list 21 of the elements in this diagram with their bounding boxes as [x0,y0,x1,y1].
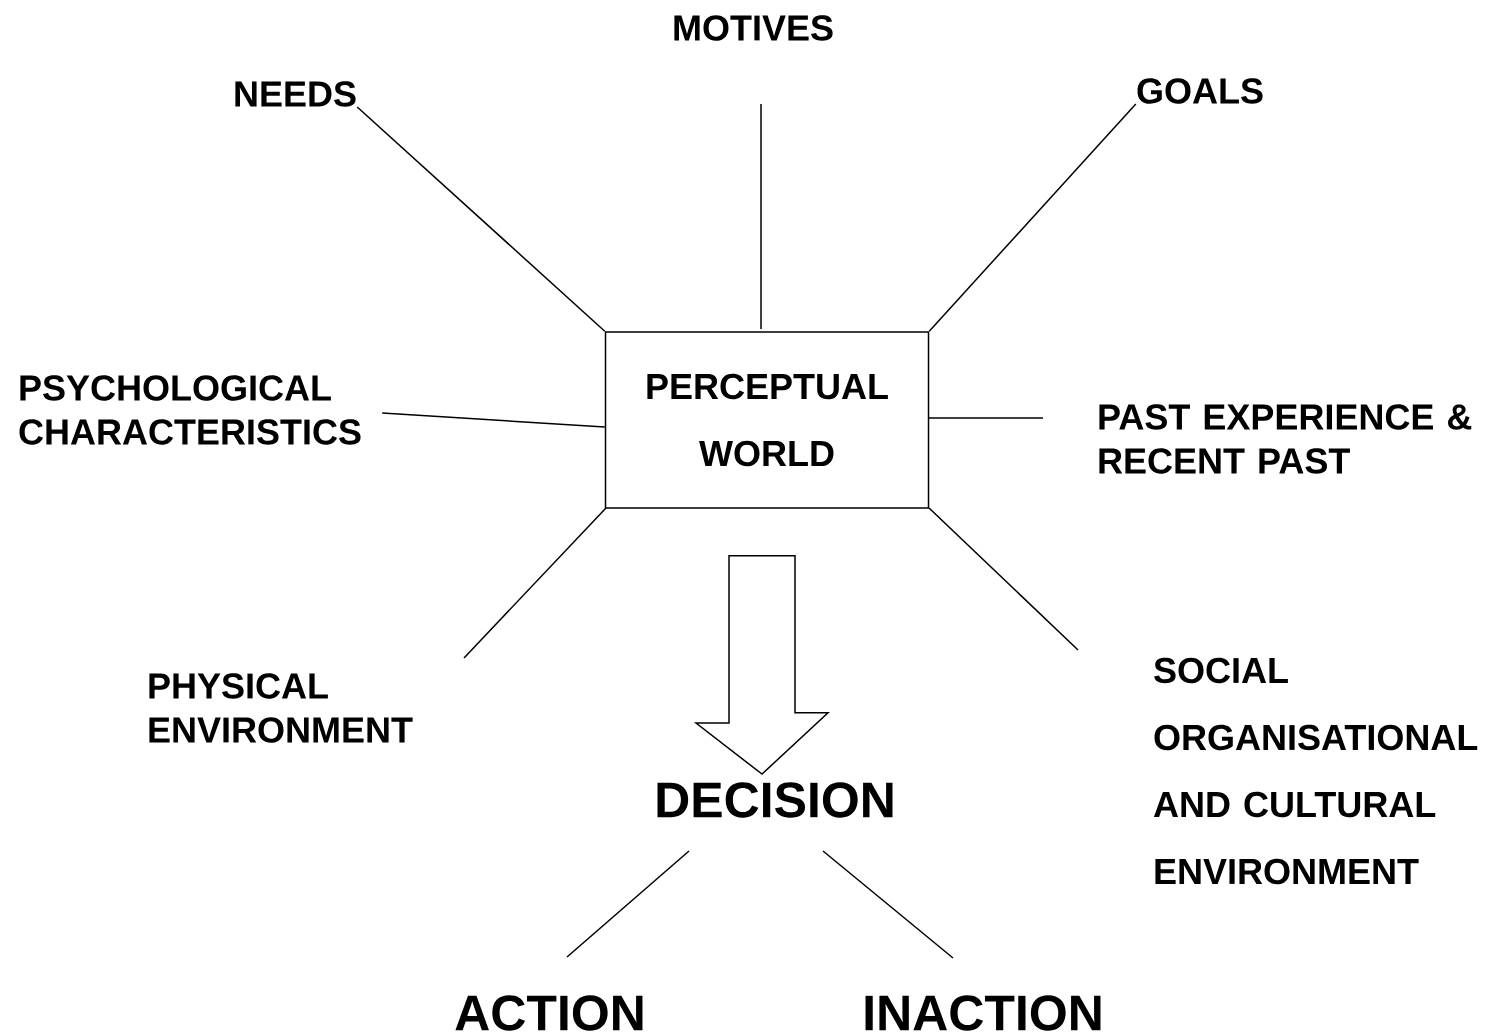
connector-line [381,412,606,428]
connector-line [760,103,762,330]
text-label: DECISION [657,782,893,818]
connector-line [928,103,1137,332]
connector-line [928,507,1079,651]
connector-line [928,417,1044,419]
connector-line [566,850,690,958]
connector-line [822,850,954,959]
text-label: NEEDS [235,81,356,107]
text-label: PAST EXPERIENCE & RECENT PAST [1099,404,1472,474]
text-label: ACTION [455,995,643,1031]
connector-line [463,507,607,659]
text-label: GOALS [1137,78,1263,104]
text-label: PHYSICAL ENVIRONMENT [149,673,413,743]
perceptual-box: PERCEPTUAL WORLD [604,331,930,509]
text-label: INACTION [865,995,1101,1031]
text-label: MOTIVES [674,15,833,41]
text-label: PSYCHOLOGICAL CHARACTERISTICS [19,375,361,445]
connector-line [356,106,606,332]
block-arrow [693,555,830,776]
text-label: SOCIAL ORGANISATIONAL AND CULTURAL ENVIRONMENT [1153,657,1478,885]
